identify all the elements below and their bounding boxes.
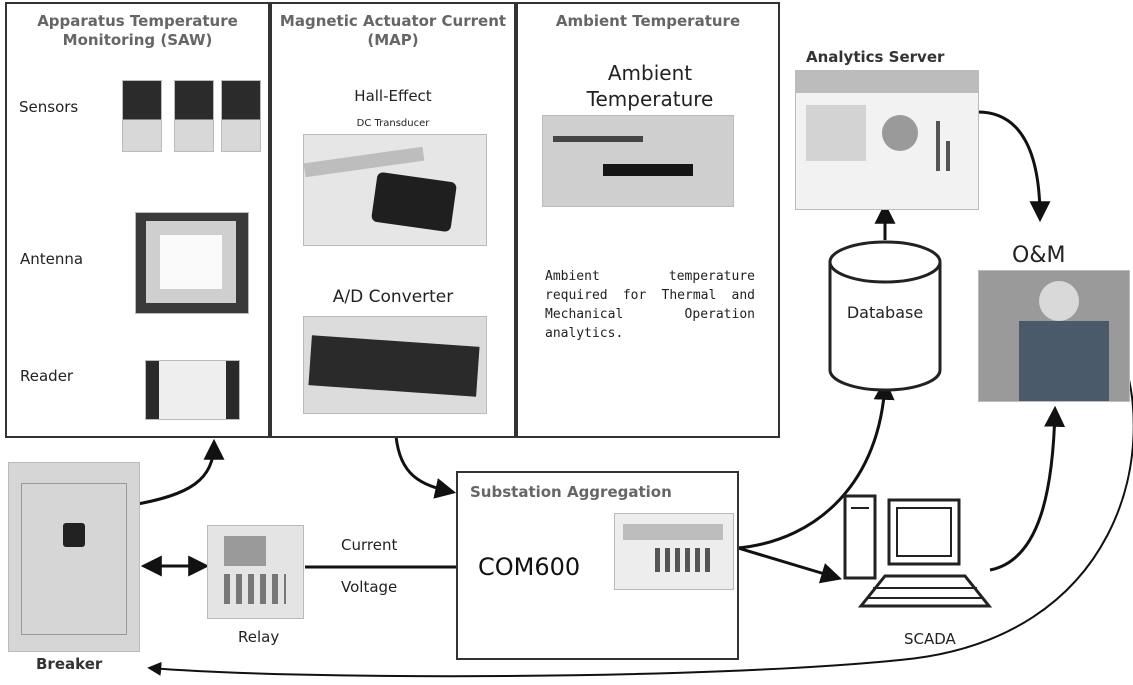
ambient-temperature-photo-title: Ambient Temperature <box>586 61 714 111</box>
om-technician-photo <box>978 270 1130 402</box>
map-panel-title: Magnetic Actuator Current (MAP) <box>279 12 507 49</box>
ambient-note: Ambient temperature required for Thermal… <box>545 269 755 341</box>
breaker-image <box>8 462 140 652</box>
reader-label: Reader <box>20 367 74 385</box>
dc-transducer-label: DC Transducer <box>356 118 430 129</box>
ambient-panel: Ambient Temperature <box>516 2 780 438</box>
antenna-label: Antenna <box>20 250 84 268</box>
database-label: Database <box>846 303 924 322</box>
ad-converter-image <box>303 316 487 414</box>
ambient-temperature-probe-image <box>542 115 734 207</box>
substation-aggregation-title: Substation Aggregation <box>470 483 672 501</box>
saw-panel-title: Apparatus Temperature Monitoring (SAW) <box>37 12 238 49</box>
breaker-label: Breaker <box>36 655 103 673</box>
com600-device-image <box>614 513 734 590</box>
antenna-image <box>135 212 249 314</box>
om-label: O&M <box>1012 243 1066 268</box>
hall-effect-transducer-image <box>303 134 487 246</box>
sensor-image <box>122 80 162 152</box>
com600-label: COM600 <box>478 553 581 581</box>
analytics-server-label: Analytics Server <box>806 48 945 66</box>
ambient-panel-title: Ambient Temperature <box>555 12 741 30</box>
database-cylinder <box>828 240 942 395</box>
ad-converter-label: A/D Converter <box>332 287 454 307</box>
sensor-image <box>221 80 261 152</box>
scada-label: SCADA <box>904 630 956 648</box>
hall-effect-label: Hall-Effect <box>354 87 432 105</box>
analytics-server-screen <box>795 70 979 210</box>
reader-image <box>145 360 240 420</box>
scada-computer-icon <box>843 488 993 613</box>
current-signal-label: Current <box>341 536 398 554</box>
voltage-signal-label: Voltage <box>341 578 398 596</box>
sensors-label: Sensors <box>19 98 79 116</box>
relay-label: Relay <box>238 628 280 646</box>
relay-image <box>207 525 304 619</box>
sensor-image <box>174 80 214 152</box>
